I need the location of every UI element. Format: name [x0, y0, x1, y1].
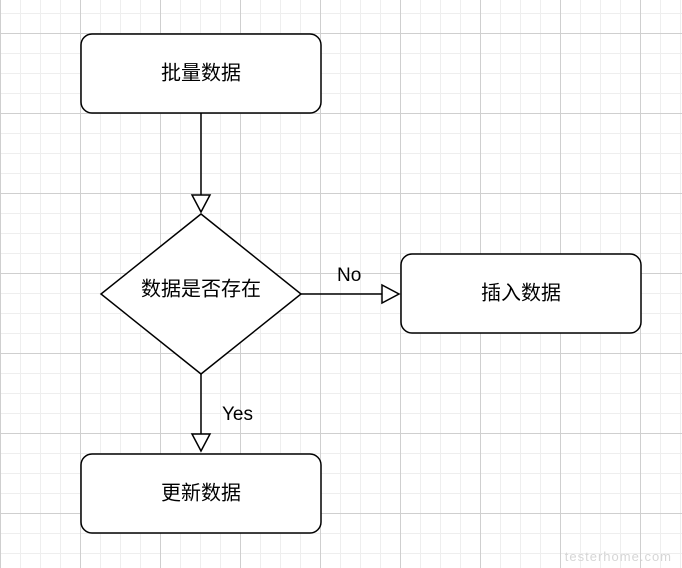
- node-label-update-data: 更新数据: [161, 481, 241, 505]
- edge-exists-to-update: Yes: [190, 374, 253, 453]
- node-label-insert-data: 插入数据: [481, 281, 561, 305]
- node-update-data[interactable]: 更新数据: [80, 453, 322, 534]
- arrowhead-icon: [190, 433, 212, 453]
- node-insert-data[interactable]: 插入数据: [400, 253, 642, 334]
- node-label-batch-data: 批量数据: [161, 61, 241, 85]
- edge-label-no: No: [337, 265, 361, 286]
- node-label-data-exists: 数据是否存在: [141, 277, 261, 301]
- node-batch-data[interactable]: 批量数据: [80, 33, 322, 114]
- edge-exists-to-insert: No: [300, 265, 401, 305]
- arrowhead-icon: [381, 283, 401, 305]
- edge-label-yes: Yes: [222, 404, 253, 425]
- arrowhead-icon: [190, 194, 212, 214]
- node-data-exists-decision[interactable]: 数据是否存在: [99, 213, 303, 375]
- edge-batch-to-exists: [190, 113, 212, 214]
- watermark: testerhome.com: [564, 549, 672, 564]
